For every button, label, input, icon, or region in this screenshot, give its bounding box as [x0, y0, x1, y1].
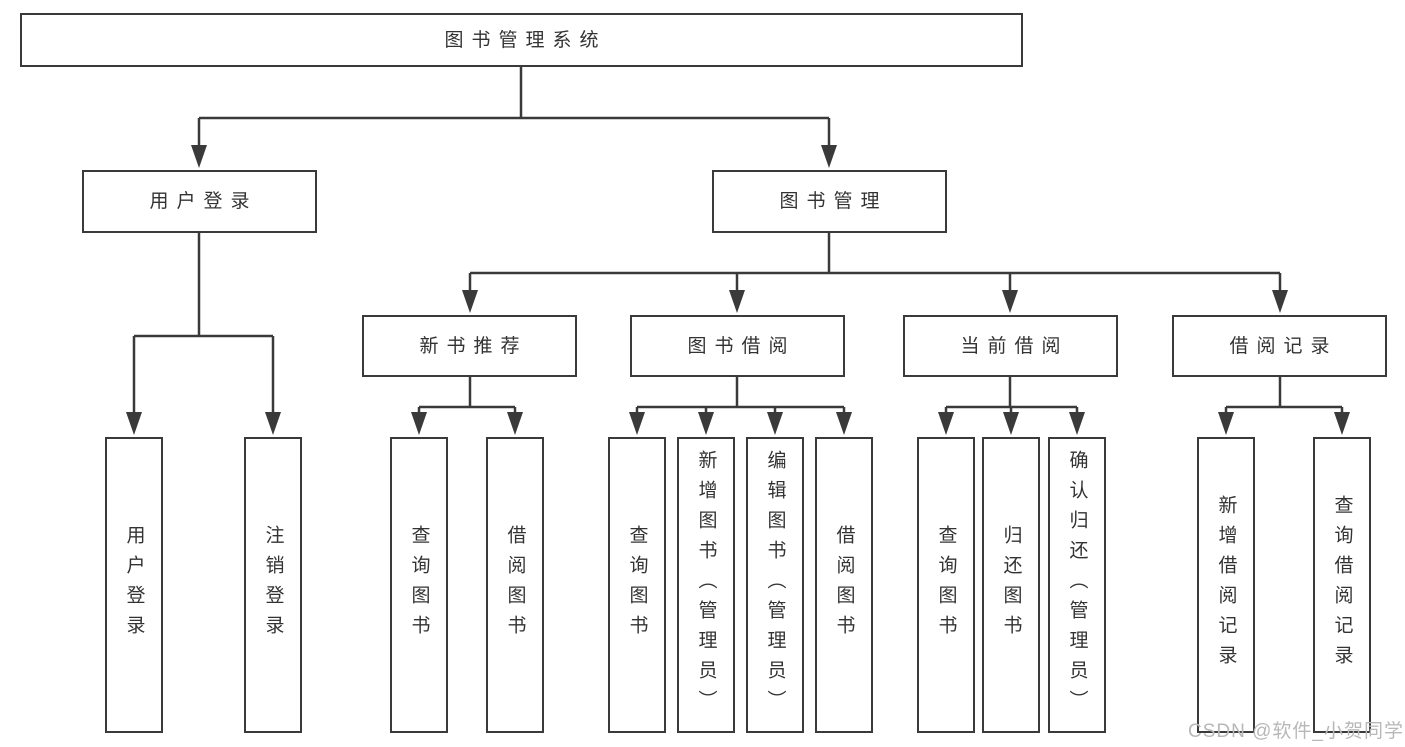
connector-root-to-level2 [191, 67, 837, 168]
leaf-add-borrow-record: 新增借阅记录 [1197, 437, 1255, 733]
node-book-management: 图书管理 [712, 170, 947, 233]
leaf-query-borrow-record: 查询借阅记录 [1313, 437, 1371, 733]
arrowhead [836, 412, 852, 435]
connector-user-login-to-leaves [126, 233, 281, 435]
arrowhead [698, 412, 714, 435]
arrowhead [1334, 412, 1350, 435]
arrowhead [1272, 290, 1288, 313]
node-book-borrowing: 图书借阅 [630, 315, 845, 377]
leaf-query-books-current: 查询图书 [917, 437, 975, 733]
csdn-watermark: CSDN @软件_小贺同学 [1188, 721, 1404, 742]
leaf-borrow-books-recommend: 借阅图书 [486, 437, 544, 733]
arrowhead [938, 412, 954, 435]
connector-book-borrowing-to-leaves [629, 377, 852, 435]
connector-new-book-recommend-to-leaves [411, 377, 523, 435]
arrowhead [729, 290, 745, 313]
leaf-borrow-books-borrowing: 借阅图书 [815, 437, 873, 733]
leaf-add-books-admin: 新增图书（管理员） [677, 437, 735, 733]
leaf-query-books-recommend: 查询图书 [390, 437, 448, 733]
leaf-return-books: 归还图书 [982, 437, 1040, 733]
connector-current-borrowing-to-leaves [938, 377, 1085, 435]
node-current-borrowing: 当前借阅 [903, 315, 1118, 377]
node-borrowing-records: 借阅记录 [1172, 315, 1387, 377]
arrowhead [821, 145, 837, 168]
arrowhead [1002, 290, 1018, 313]
arrowhead [191, 145, 207, 168]
arrowhead [767, 412, 783, 435]
arrowhead [126, 412, 142, 435]
leaf-user-login: 用户登录 [105, 437, 163, 733]
node-root-system: 图书管理系统 [20, 13, 1023, 67]
connector-book-management-to-level3 [462, 233, 1288, 313]
arrowhead [1069, 412, 1085, 435]
node-new-book-recommend: 新书推荐 [362, 315, 577, 377]
leaf-edit-books-admin: 编辑图书（管理员） [746, 437, 804, 733]
arrowhead [507, 412, 523, 435]
node-user-login: 用户登录 [82, 170, 317, 233]
arrowhead [462, 290, 478, 313]
leaf-query-books-borrowing: 查询图书 [608, 437, 666, 733]
connector-borrowing-records-to-leaves [1218, 377, 1350, 435]
leaf-logout: 注销登录 [244, 437, 302, 733]
arrowhead [629, 412, 645, 435]
arrowhead [1218, 412, 1234, 435]
arrowhead [1003, 412, 1019, 435]
arrowhead [411, 412, 427, 435]
leaf-confirm-return-admin: 确认归还（管理员） [1048, 437, 1106, 733]
arrowhead [265, 412, 281, 435]
